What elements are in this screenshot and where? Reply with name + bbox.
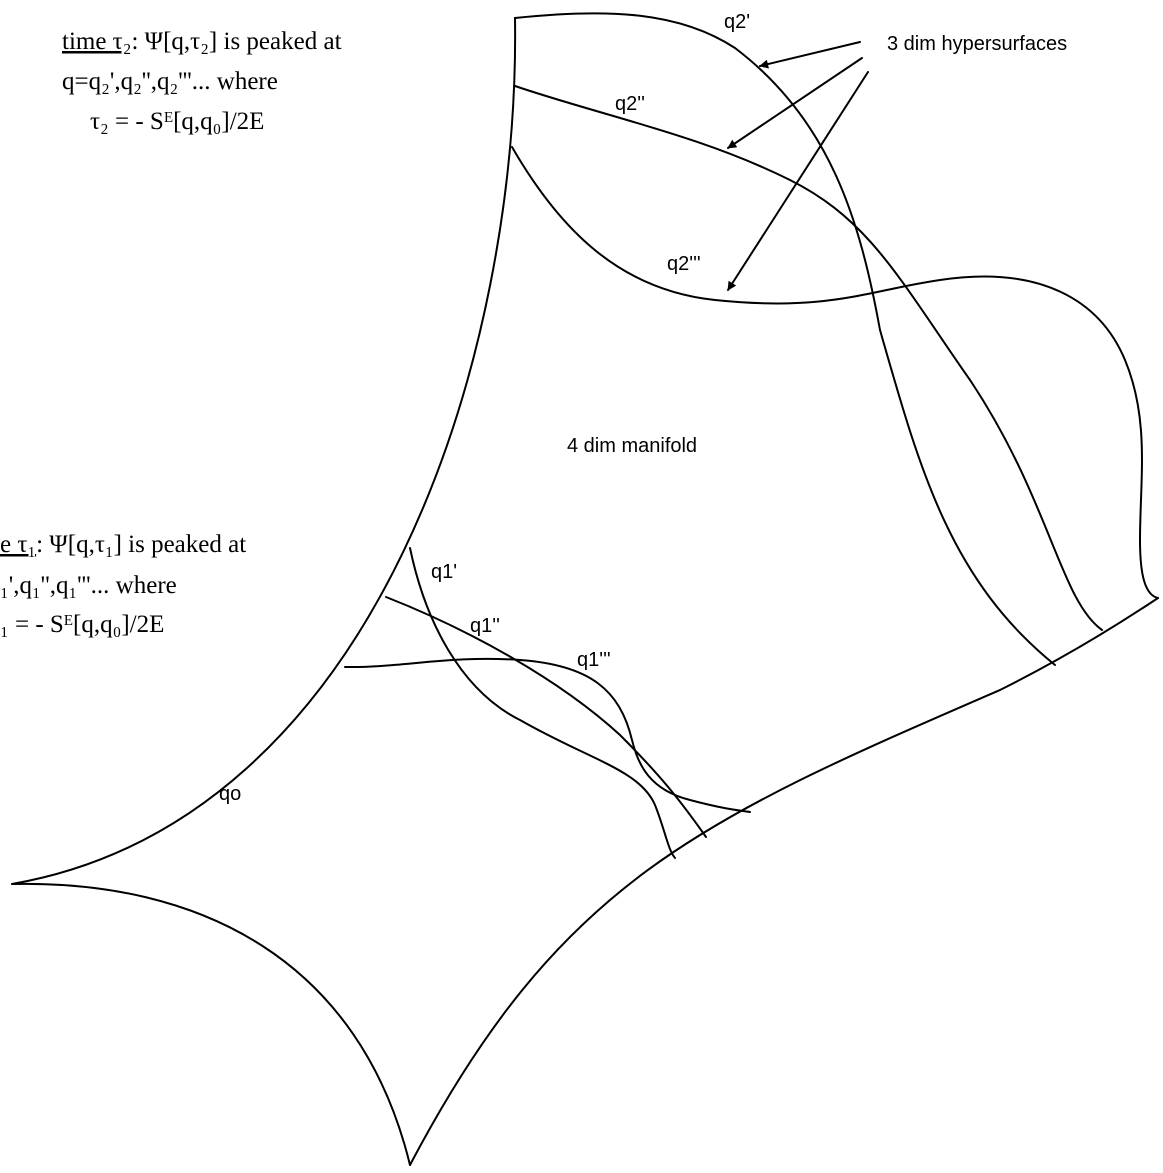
top-caption-line1: time τ₂: Ψ[q,τ₂] is peaked at xyxy=(62,28,342,55)
q0-left-boundary xyxy=(11,882,411,1166)
label-q0: qo xyxy=(219,783,241,805)
bottom-caption-line1: e τ₁: Ψ[q,τ₁] is peaked at xyxy=(0,531,246,558)
bottom-caption-line2: ₁',q₁'',q₁'''... where xyxy=(0,572,177,599)
label-q2-triple-prime: q2''' xyxy=(667,253,701,275)
manifold-left-boundary xyxy=(11,17,517,885)
label-manifold: 4 dim manifold xyxy=(567,435,697,457)
q1-prime-surface xyxy=(409,547,676,859)
top-caption-underlined: time τ₂ xyxy=(62,28,131,55)
top-caption-line2: q=q₂',q₂'',q₂'''... where xyxy=(62,68,278,95)
q1-double-prime-surface xyxy=(385,596,707,838)
label-q1-prime: q1' xyxy=(431,561,457,583)
manifold-bottom-boundary xyxy=(409,597,1159,1166)
arrow-to-q2-prime xyxy=(759,41,861,69)
label-q2-double-prime: q2'' xyxy=(615,93,645,115)
label-q2-prime: q2' xyxy=(724,11,750,33)
label-q1-double-prime: q1'' xyxy=(470,615,500,637)
q1-triple-prime-surface xyxy=(344,657,751,813)
q2-prime-surface xyxy=(734,47,1056,666)
arrow-to-q2-triple-prime xyxy=(727,71,869,291)
top-caption-rest: : Ψ[q,τ₂] is peaked at xyxy=(131,28,341,55)
top-caption-line3: τ₂ = - Sᴱ[q,q₀]/2E xyxy=(90,108,264,135)
q2-triple-prime-surface xyxy=(511,146,1159,599)
label-q1-triple-prime: q1''' xyxy=(577,649,611,671)
arrow-to-q2-double-prime xyxy=(727,57,863,149)
top-boundary xyxy=(514,12,736,49)
label-hypersurfaces: 3 dim hypersurfaces xyxy=(887,33,1067,55)
q2-double-prime-surface xyxy=(514,85,1103,631)
bottom-caption-rest: : Ψ[q,τ₁] is peaked at xyxy=(36,531,246,558)
bottom-caption-line3: ₁ = - Sᴱ[q,q₀]/2E xyxy=(0,611,164,638)
bottom-caption-underlined: e τ₁ xyxy=(0,531,36,558)
